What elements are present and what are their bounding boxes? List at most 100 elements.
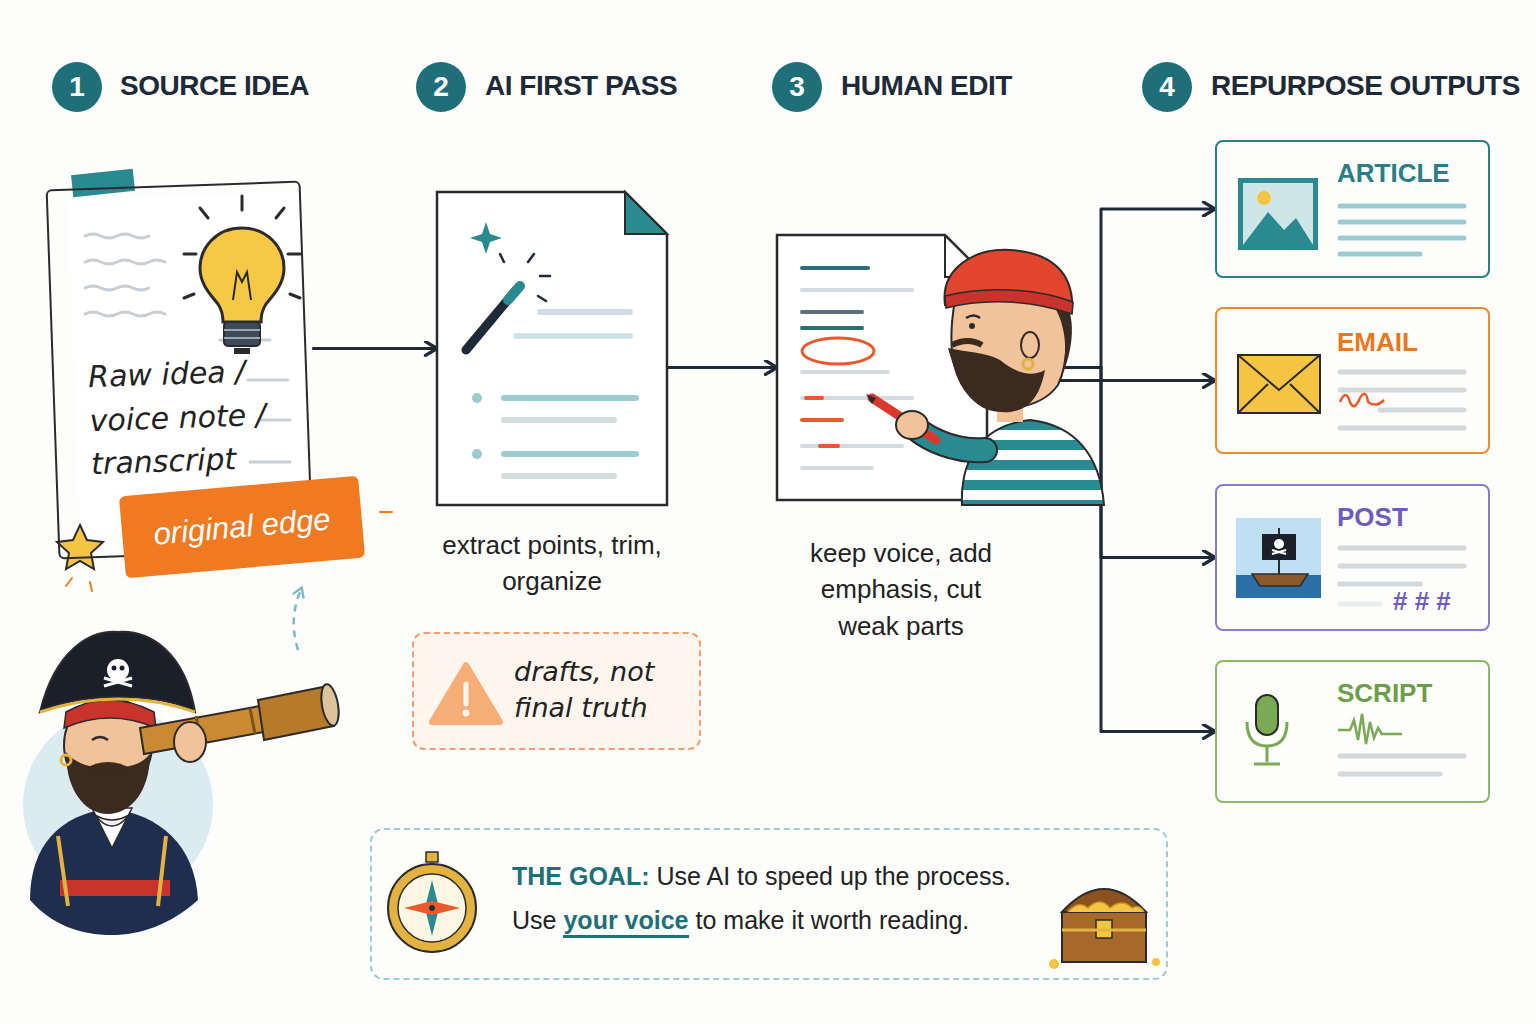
output-title: EMAIL <box>1337 327 1418 358</box>
article-icon-part <box>1243 212 1313 245</box>
ai-document-part-part <box>504 395 636 401</box>
step-circles-part <box>772 62 822 112</box>
post-icon-part-part <box>1340 602 1380 607</box>
output-title: ARTICLE <box>1337 158 1450 189</box>
compass-part <box>429 905 435 911</box>
step-circles <box>52 62 1192 112</box>
treasure-chest-part <box>1152 958 1160 966</box>
post-icon-part <box>1252 574 1308 586</box>
captain-pirate-part <box>120 666 125 671</box>
article-icon-part-part <box>1340 236 1464 241</box>
treasure-chest-part <box>1062 929 1146 932</box>
lightbulb-part <box>184 196 300 298</box>
editor-pirate-part <box>948 348 1045 412</box>
ai-document-part <box>472 393 482 403</box>
edit-document-part-part <box>802 444 902 448</box>
script-icon-part <box>1256 695 1278 735</box>
article-icon-part-part <box>1340 252 1420 257</box>
ai-document-part <box>470 222 502 254</box>
lightbulb-part-part <box>184 253 196 256</box>
captain-pirate-part <box>107 659 129 681</box>
step-circles-part <box>1142 62 1192 112</box>
editor-pirate-part <box>952 341 982 345</box>
script-icon-part <box>1247 722 1287 764</box>
edit-document: keep voice, add emphasis, cut weak parts <box>777 235 987 500</box>
article-icon-part-part <box>1340 220 1464 225</box>
captain-pirate-part <box>61 755 71 765</box>
edit-document-part-part <box>802 288 912 292</box>
post-icon-part <box>1236 575 1321 598</box>
treasure-chest <box>1049 889 1160 969</box>
ai-document-part <box>500 254 550 301</box>
compass <box>388 852 476 952</box>
star-part <box>57 525 103 569</box>
lightbulb-part <box>234 348 250 354</box>
editor-pirate-part <box>945 290 1073 314</box>
treasure-chest-part <box>1049 959 1059 969</box>
editor-pirate-part <box>896 411 928 439</box>
source-card-decor-part <box>71 169 135 197</box>
editor-pirate-part <box>997 400 1023 422</box>
edit-document-part-part <box>802 310 862 314</box>
captain-pirate-part <box>95 815 129 826</box>
article-icon-part <box>1243 183 1313 245</box>
edit-document-part <box>806 398 838 446</box>
ai-draft-document: extract points, trim, organize <box>437 192 667 505</box>
treasure-chest-part <box>1062 889 1146 912</box>
article-icon-part <box>1238 178 1318 250</box>
source-card-decor-part-part <box>85 260 165 264</box>
source-card-decor-part-part <box>85 234 149 238</box>
article-icon-part-part <box>1340 204 1464 209</box>
email-icon-part <box>1238 355 1320 413</box>
ai-document-part-part <box>516 333 630 339</box>
editor-pirate-part <box>915 428 985 450</box>
captain-pirate-part <box>40 699 195 712</box>
email-icon-part-part <box>1340 370 1464 375</box>
captain-pirate-part <box>86 762 130 772</box>
captain-pirate-part <box>92 808 132 848</box>
goal-emphasis: your voice <box>563 907 688 938</box>
output-title: POST <box>1337 502 1408 533</box>
edit-document-part <box>945 235 987 277</box>
compass-part <box>426 852 438 862</box>
email-icon-part-part <box>1340 388 1464 393</box>
goal-heading: THE GOAL: <box>512 860 650 893</box>
flow-arrow <box>987 209 1215 368</box>
ai-document-part <box>472 449 482 459</box>
captain-pirate <box>23 632 342 935</box>
editor-pirate-part <box>962 420 1104 505</box>
edge-badge: original edge <box>119 476 365 579</box>
text-line: THE GOAL:Use AI to speed up the process. <box>512 860 1018 893</box>
ai-document-part-part <box>540 309 630 315</box>
lightbulb-part-part <box>200 208 208 218</box>
output-title: SCRIPT <box>1337 678 1432 709</box>
source-card-decor-part-part <box>250 461 290 464</box>
lightbulb-part <box>224 330 260 338</box>
flow-arrow <box>987 368 1215 732</box>
lightbulb-part-part <box>276 208 284 218</box>
step-heading: REPURPOSE OUTPUTS <box>1211 70 1520 102</box>
step-heading: AI FIRST PASS <box>485 70 677 102</box>
callout-number: 3 <box>773 63 821 111</box>
captain-pirate-part <box>112 666 117 671</box>
email-icon-part-part <box>1380 408 1464 413</box>
step-heading: SOURCE IDEA <box>120 70 309 102</box>
lightbulb-part-part <box>241 196 244 210</box>
editor-pirate-part <box>1050 296 1072 380</box>
editor-pirate <box>866 250 1104 505</box>
captain-pirate-part <box>104 678 132 686</box>
post-icon-part <box>1274 539 1284 549</box>
script-icon-part-part <box>1340 772 1440 777</box>
email-icon-part-part <box>1340 426 1464 431</box>
email-icon-part <box>1340 372 1464 428</box>
warning-text: drafts, not final truth <box>514 654 689 727</box>
goal-text: Use <box>512 904 556 937</box>
goal-text: to make it worth reading. <box>696 904 970 937</box>
telescope-part <box>174 722 206 762</box>
editor-pirate-part <box>872 398 936 440</box>
captain-pirate-part <box>60 880 170 896</box>
script-icon-part-part <box>1340 754 1464 759</box>
captain-pirate-part <box>92 737 108 740</box>
editor-pirate-part <box>866 394 876 404</box>
